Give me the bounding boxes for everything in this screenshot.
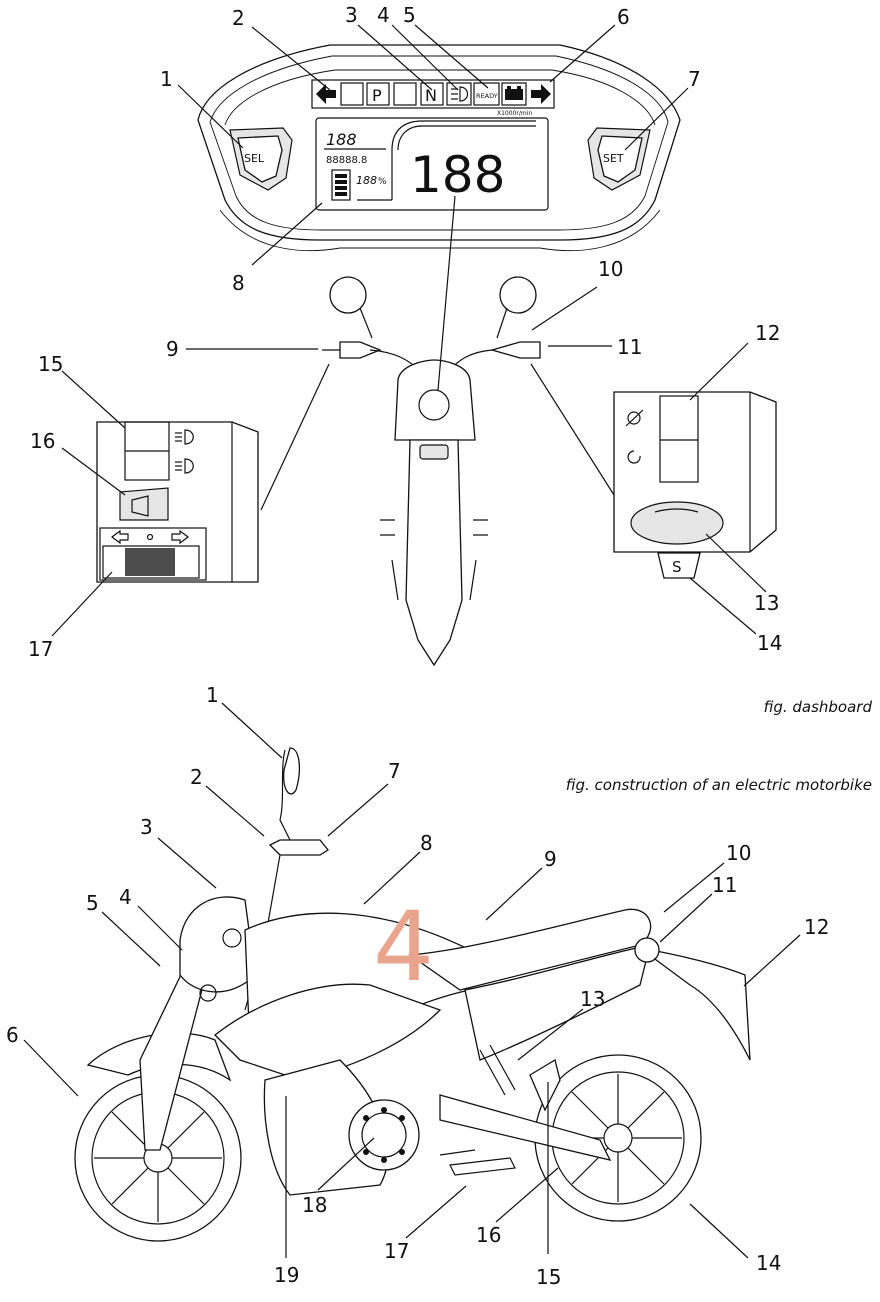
watermark-number: 4 bbox=[373, 891, 434, 1003]
start-button[interactable] bbox=[630, 501, 724, 545]
callout-6: 6 bbox=[617, 5, 630, 29]
bike-callout-4: 4 bbox=[119, 885, 132, 909]
callout-10: 10 bbox=[598, 257, 623, 281]
callout-4: 4 bbox=[377, 3, 390, 27]
rear-body bbox=[464, 944, 651, 1061]
passenger-footrest bbox=[529, 1058, 561, 1112]
engine-run-icon bbox=[627, 450, 641, 464]
neutral-indicator: N bbox=[425, 86, 437, 105]
battery-percent-sign: % bbox=[378, 177, 387, 187]
bike-callout-1: 1 bbox=[206, 683, 219, 707]
bike-callout-7: 7 bbox=[388, 759, 401, 783]
horn-icon bbox=[131, 495, 149, 517]
sel-button[interactable]: SEL bbox=[229, 127, 293, 191]
park-indicator: P bbox=[372, 86, 382, 105]
motorbike-callouts: 1 2 3 4 5 6 7 8 9 10 11 12 13 14 15 16 1… bbox=[6, 683, 829, 1289]
dashboard-caption: fig. dashboard bbox=[764, 698, 873, 716]
callout-9: 9 bbox=[166, 337, 179, 361]
swingarm bbox=[439, 1094, 612, 1161]
callout-11: 11 bbox=[617, 335, 642, 359]
bike-callout-15: 15 bbox=[536, 1265, 561, 1289]
ready-indicator: READY bbox=[476, 92, 498, 100]
callout-1: 1 bbox=[160, 67, 173, 91]
bike-callout-16: 16 bbox=[476, 1223, 501, 1247]
speed-readout: 188 bbox=[410, 146, 505, 204]
battery-percent-readout: 188 bbox=[356, 174, 377, 187]
low-beam-icon bbox=[175, 429, 194, 445]
lcd-display: X1000r/min 188 188 88888.8 188 % bbox=[315, 110, 549, 211]
rpm-unit-label: X1000r/min bbox=[497, 110, 532, 117]
indicator-strip: P N READY bbox=[311, 79, 555, 109]
left-arrow-icon bbox=[111, 529, 129, 545]
left-mirror bbox=[329, 276, 367, 314]
throttle-grip[interactable] bbox=[268, 839, 329, 856]
bike-callout-8: 8 bbox=[420, 831, 433, 855]
right-turn-arrow-icon bbox=[531, 84, 551, 104]
right-arrow-icon bbox=[171, 529, 189, 545]
rear-fender bbox=[639, 947, 751, 1061]
set-button-label: SET bbox=[603, 152, 624, 165]
engine-stop-icon bbox=[625, 409, 644, 427]
callout-5: 5 bbox=[403, 3, 416, 27]
callout-8: 8 bbox=[232, 271, 245, 295]
battery-level-icon bbox=[331, 169, 351, 201]
rear-turn-signal bbox=[634, 937, 660, 963]
left-turn-arrow-icon bbox=[316, 84, 336, 104]
rear-shock bbox=[479, 1044, 516, 1096]
headlight-indicator-icon bbox=[446, 82, 472, 106]
callout-17: 17 bbox=[28, 637, 53, 661]
dashboard-leader-lines bbox=[51, 24, 767, 637]
rpm-bar-graph bbox=[391, 120, 536, 200]
kickstand bbox=[449, 1157, 516, 1176]
hub-motor bbox=[348, 1099, 420, 1171]
bike-callout-19: 19 bbox=[274, 1263, 299, 1287]
dashboard-callouts: 1 2 3 4 5 6 7 8 9 10 11 12 13 14 15 16 1… bbox=[28, 3, 782, 661]
callout-3: 3 bbox=[345, 3, 358, 27]
bike-callout-9: 9 bbox=[544, 847, 557, 871]
callout-15: 15 bbox=[38, 352, 63, 376]
footrest bbox=[439, 1149, 476, 1156]
callout-16: 16 bbox=[30, 429, 55, 453]
right-switch-box: S bbox=[613, 391, 777, 579]
front-view bbox=[322, 276, 541, 667]
callout-7: 7 bbox=[688, 67, 701, 91]
bike-callout-5: 5 bbox=[86, 891, 99, 915]
motorbike-side-view bbox=[74, 747, 751, 1242]
start-label: S bbox=[672, 558, 682, 576]
motorbike-leader-lines bbox=[23, 702, 801, 1259]
seat bbox=[408, 908, 652, 991]
turn-signal-switch[interactable] bbox=[102, 529, 200, 579]
mirror bbox=[283, 747, 301, 795]
bike-callout-10: 10 bbox=[726, 841, 751, 865]
callout-13: 13 bbox=[754, 591, 779, 615]
bike-callout-6: 6 bbox=[6, 1023, 19, 1047]
bike-callout-17: 17 bbox=[384, 1239, 409, 1263]
bike-callout-3: 3 bbox=[140, 815, 153, 839]
horn-button[interactable] bbox=[119, 487, 169, 521]
set-button[interactable]: SET bbox=[587, 127, 651, 191]
callout-14: 14 bbox=[757, 631, 782, 655]
belly-fairing bbox=[263, 1059, 389, 1196]
bike-callout-18: 18 bbox=[302, 1193, 327, 1217]
trip-readout: 188 bbox=[326, 130, 357, 149]
right-mirror bbox=[499, 276, 537, 314]
odometer-readout: 88888.8 bbox=[326, 155, 367, 166]
bike-callout-11: 11 bbox=[712, 873, 737, 897]
kill-switch[interactable] bbox=[659, 395, 699, 483]
battery-indicator-icon bbox=[501, 82, 527, 106]
callout-2: 2 bbox=[232, 6, 245, 30]
headlight bbox=[179, 896, 256, 993]
mirror-stem bbox=[279, 749, 291, 841]
bike-callout-2: 2 bbox=[190, 765, 203, 789]
callout-12: 12 bbox=[755, 321, 780, 345]
sel-button-label: SEL bbox=[244, 152, 265, 165]
bike-callout-12: 12 bbox=[804, 915, 829, 939]
motorbike-caption: fig. construction of an electric motorbi… bbox=[566, 776, 872, 794]
left-switch-box bbox=[96, 421, 259, 583]
bike-callout-14: 14 bbox=[756, 1251, 781, 1275]
high-beam-icon bbox=[175, 458, 194, 474]
bike-callout-13: 13 bbox=[580, 987, 605, 1011]
instrument-cluster: SEL SET P N READY bbox=[197, 44, 681, 252]
